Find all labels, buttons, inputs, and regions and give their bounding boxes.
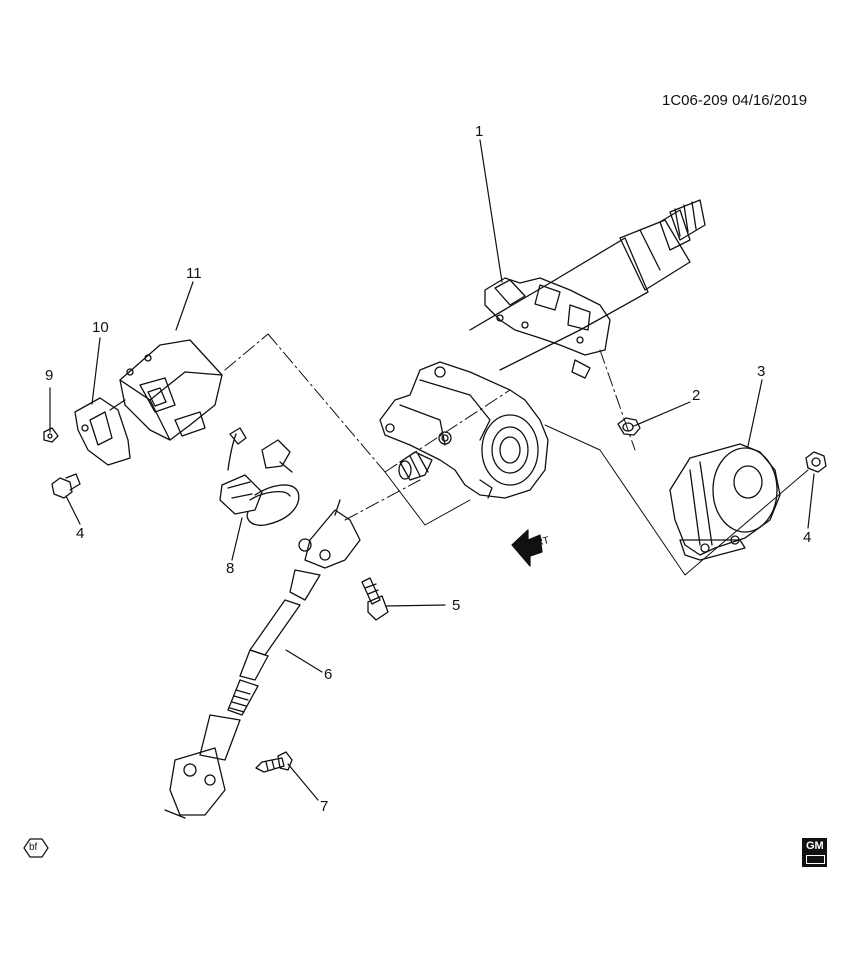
- callout-4-left: 4: [76, 525, 85, 542]
- bracket-part-10: [74, 397, 131, 466]
- callout-6: 6: [324, 666, 333, 683]
- module-part-11: [119, 339, 223, 441]
- callout-8: 8: [226, 560, 235, 577]
- steering-column-part-1: [379, 199, 706, 499]
- screw-part-9: [43, 427, 59, 443]
- harness-part-8: [219, 427, 300, 526]
- gm-logo-underline: [806, 855, 825, 864]
- drawing-number: 1C06-209: [662, 92, 728, 109]
- callout-1: 1: [475, 123, 484, 140]
- leader-lines: [49, 139, 815, 801]
- callout-11: 11: [186, 265, 202, 282]
- callout-7: 7: [320, 798, 329, 815]
- drawing-date: 04/16/2019: [732, 92, 808, 109]
- front-arrow-icon: [511, 529, 543, 567]
- motor-part-3: [669, 443, 781, 561]
- gm-logo-text: GM: [806, 840, 824, 852]
- callout-4-right: 4: [803, 529, 812, 546]
- nut-part-2: [617, 417, 641, 436]
- callout-9: 9: [45, 367, 54, 384]
- solid-guide-lines: [384, 424, 809, 576]
- callout-2: 2: [692, 387, 701, 404]
- callout-3: 3: [757, 363, 766, 380]
- intermediate-shaft-part-6: [164, 499, 361, 819]
- bf-logo-text: bf: [29, 842, 38, 853]
- bolt-part-7: [255, 751, 293, 773]
- callout-5: 5: [452, 597, 461, 614]
- drawing-id-label: 1C06-209 04/16/2019: [662, 92, 807, 109]
- bolt-part-5: [361, 577, 389, 621]
- bolt-part-4-right: [805, 451, 827, 473]
- bolt-part-4-left: [51, 473, 81, 499]
- callout-10: 10: [92, 319, 109, 336]
- center-lines: [224, 333, 636, 521]
- bf-badge-icon: [23, 838, 49, 858]
